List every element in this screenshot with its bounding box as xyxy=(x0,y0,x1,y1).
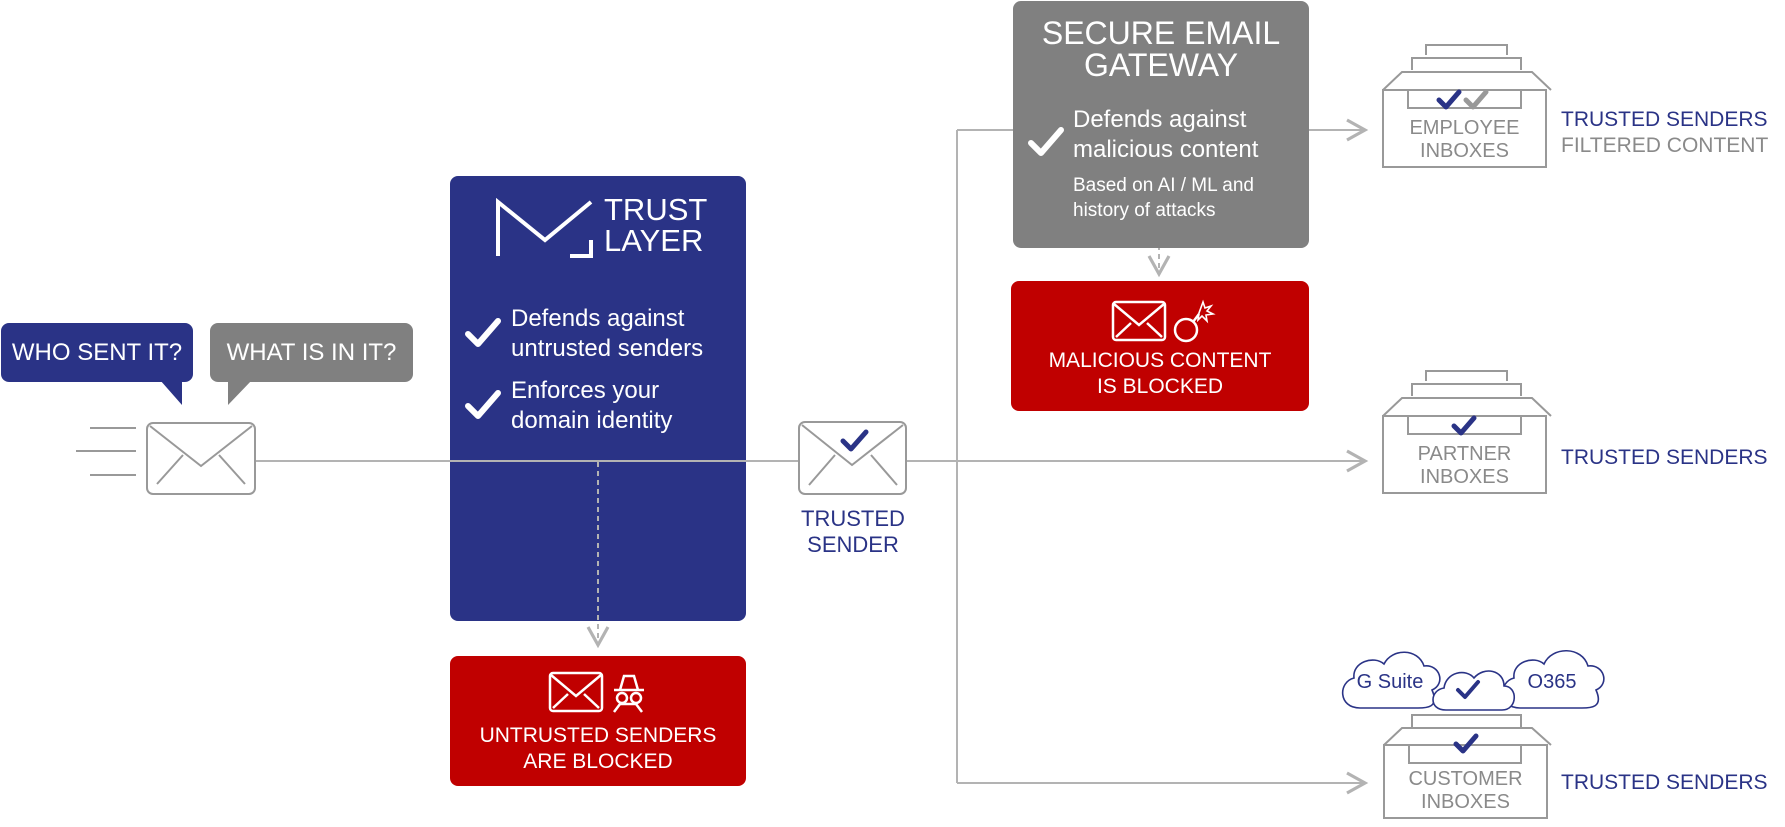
incoming-envelope-icon xyxy=(146,422,256,495)
gateway-title-line2: GATEWAY xyxy=(1083,47,1239,83)
who-sent-it-text: WHO SENT IT? xyxy=(11,338,183,366)
gateway-title-line1: SECURE EMAIL xyxy=(1041,15,1281,51)
trust-item2-text: Enforces your domain identity xyxy=(511,377,673,434)
malicious-content-blocked-panel: MALICIOUS CONTENT IS BLOCKED xyxy=(1011,281,1309,411)
untrusted-blocked-line2: ARE BLOCKED xyxy=(523,750,673,773)
untrusted-senders-blocked-panel: UNTRUSTED SENDERS ARE BLOCKED xyxy=(450,656,746,786)
customer-inbox-icon xyxy=(1383,714,1552,819)
trusted-sender-line2: SENDER xyxy=(807,532,899,557)
trust-layer-logo-line1: TRUST xyxy=(604,192,708,227)
customer-inbox-text: CUSTOMER INBOXES xyxy=(1384,768,1547,814)
center-cloud-icon xyxy=(1432,670,1516,711)
employee-inbox-line2: INBOXES xyxy=(1420,140,1509,162)
malicious-blocked-text: MALICIOUS CONTENT IS BLOCKED xyxy=(1011,348,1309,400)
o365-label: O365 xyxy=(1527,671,1577,693)
customer-inbox-label: TRUSTED SENDERS xyxy=(1561,771,1768,794)
partner-inbox-icon xyxy=(1382,370,1552,494)
trusted-sender-line1: TRUSTED xyxy=(801,506,905,531)
speed-lines xyxy=(76,427,136,476)
partner-inbox-text: PARTNER INBOXES xyxy=(1383,443,1546,489)
blocked-envelope-bomb-icon xyxy=(1111,299,1216,343)
secure-email-gateway-panel: SECURE EMAIL GATEWAY Defends against mal… xyxy=(1013,1,1309,248)
employee-label-line1: TRUSTED SENDERS xyxy=(1561,108,1768,131)
gateway-subtext: Based on AI / ML and history of attacks xyxy=(1073,175,1254,221)
partner-inbox-line2: INBOXES xyxy=(1420,466,1509,488)
malicious-blocked-line2: IS BLOCKED xyxy=(1096,375,1224,398)
trust-layer-panel: TRUST LAYER Defends against untrusted se… xyxy=(450,176,746,621)
trusted-sender-envelope-icon xyxy=(798,421,907,495)
trust-layer-logo-text: TRUST LAYER xyxy=(604,194,707,256)
partner-inbox-label: TRUSTED SENDERS xyxy=(1561,446,1768,469)
gateway-item-text: Defends against malicious content xyxy=(1073,106,1259,163)
customer-inbox-line1: CUSTOMER xyxy=(1408,768,1523,790)
untrusted-blocked-text: UNTRUSTED SENDERS ARE BLOCKED xyxy=(450,723,746,775)
trusted-sender-label: TRUSTED SENDER xyxy=(780,506,926,558)
malicious-blocked-line1: MALICIOUS CONTENT xyxy=(1048,349,1272,372)
blocked-envelope-spy-icon xyxy=(548,671,644,713)
employee-inbox-text: EMPLOYEE INBOXES xyxy=(1383,117,1546,163)
customer-inbox-line2: INBOXES xyxy=(1421,791,1510,813)
trust-layer-logo-line2: LAYER xyxy=(604,223,704,258)
employee-label-line2: FILTERED CONTENT xyxy=(1561,134,1769,157)
what-is-in-it-bubble: WHAT IS IN IT? xyxy=(210,323,413,382)
o365-cloud-icon xyxy=(1501,650,1605,709)
employee-inbox-line1: EMPLOYEE xyxy=(1409,117,1520,139)
what-is-in-it-text: WHAT IS IN IT? xyxy=(226,338,397,366)
untrusted-blocked-line1: UNTRUSTED SENDERS xyxy=(479,724,717,747)
employee-inbox-label: TRUSTED SENDERS FILTERED CONTENT xyxy=(1561,107,1783,159)
employee-inbox-icon xyxy=(1382,44,1552,168)
who-sent-it-bubble: WHO SENT IT? xyxy=(1,323,193,382)
trust-item1-text: Defends against untrusted senders xyxy=(511,305,704,362)
gateway-check-icon xyxy=(1028,127,1064,156)
gateway-title: SECURE EMAIL GATEWAY xyxy=(1013,17,1309,81)
trust-item1-check-icon xyxy=(465,318,501,347)
g-suite-label: G Suite xyxy=(1356,671,1424,693)
trust-layer-logo-icon xyxy=(496,198,593,258)
trust-item2-check-icon xyxy=(465,390,501,419)
partner-inbox-line1: PARTNER xyxy=(1417,443,1512,465)
